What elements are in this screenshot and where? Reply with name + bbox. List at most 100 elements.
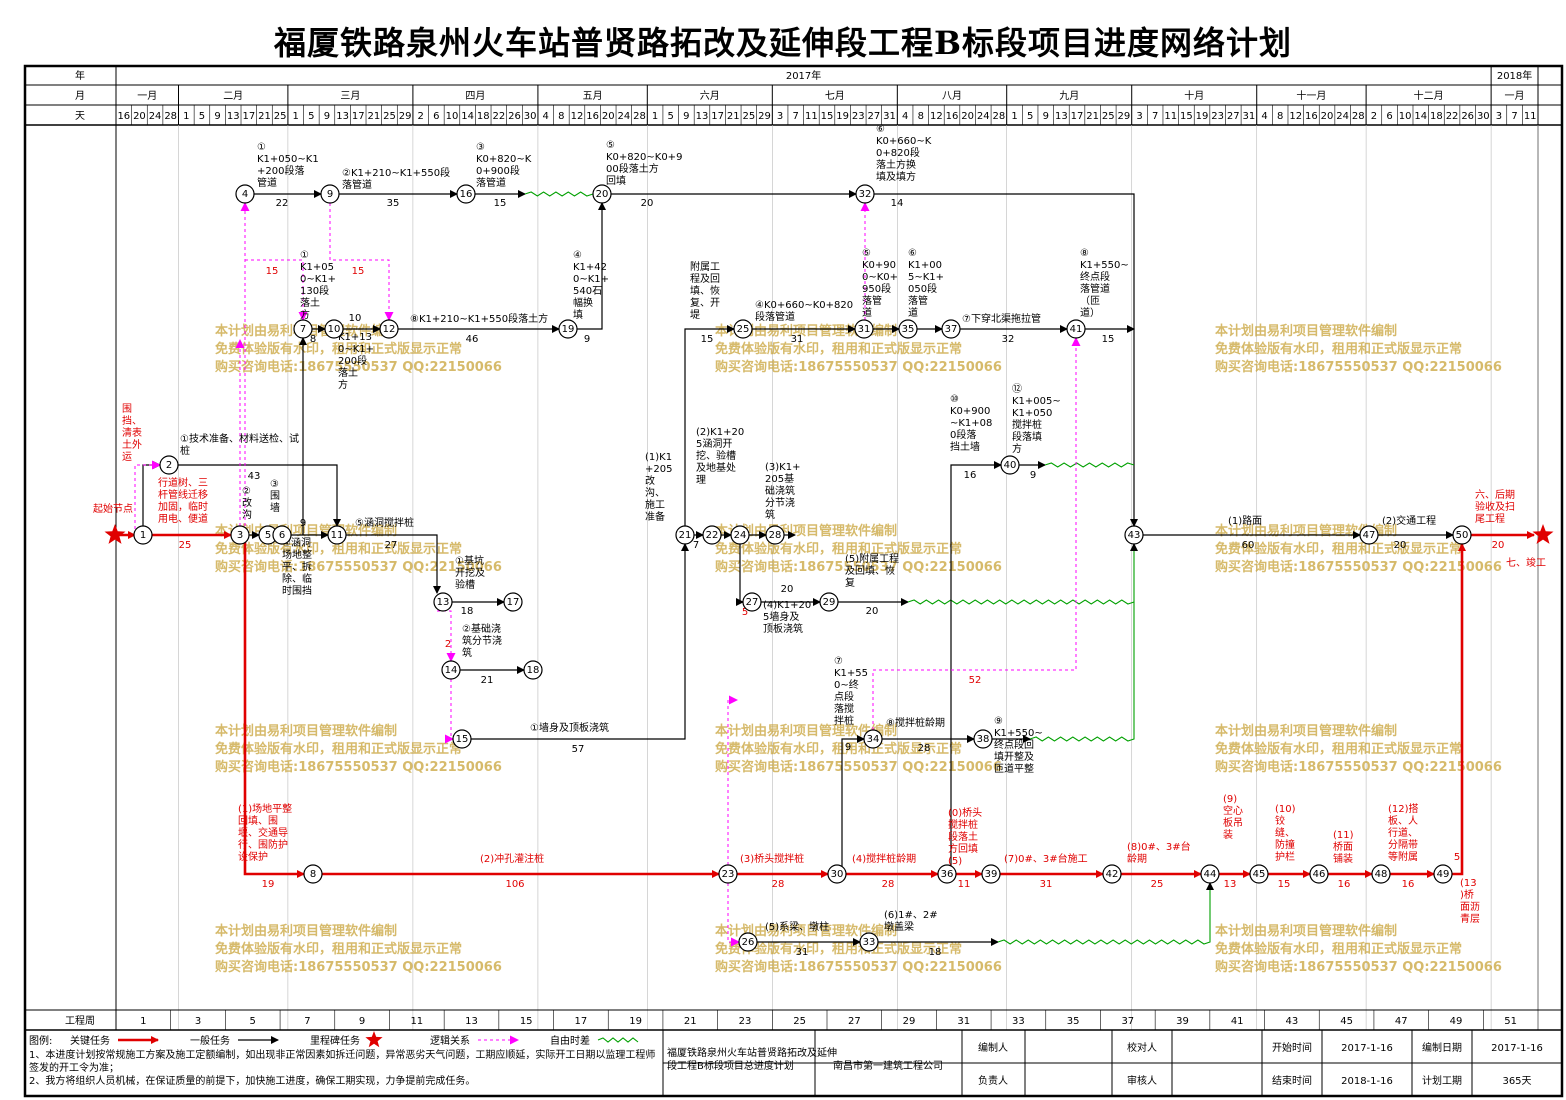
day-label: 30: [524, 111, 537, 122]
day-label: 20: [961, 111, 974, 122]
day-label: 6: [433, 111, 439, 122]
event-node: 8: [303, 864, 323, 884]
event-node: 2: [159, 455, 179, 475]
svg-text:30: 30: [831, 869, 844, 880]
logic-relation-arrow: [437, 610, 456, 662]
watermark-text: 免费体验版有水印，租用和正式版显示正常: [715, 941, 962, 957]
day-label: 27: [1227, 111, 1240, 122]
event-node: 9: [320, 184, 340, 204]
watermark-text: 免费体验版有水印，租用和正式版显示正常: [1215, 341, 1462, 357]
day-label: 21: [367, 111, 380, 122]
task-label: (8)0#、3#台龄期: [1127, 840, 1191, 865]
event-node: 26: [738, 932, 758, 952]
day-label: 22: [492, 111, 505, 122]
day-label: 1: [1011, 111, 1017, 122]
footer-company: 南昌市第一建筑工程公司: [833, 1059, 943, 1072]
svg-text:38: 38: [977, 734, 990, 745]
day-label: 6: [1386, 111, 1392, 122]
watermark-text: 本计划由易利项目管理软件编制: [1215, 323, 1397, 339]
svg-text:45: 45: [1253, 869, 1266, 880]
duration-label: 5: [742, 607, 748, 618]
month-label: 五月: [583, 90, 603, 102]
svg-text:13: 13: [437, 597, 450, 608]
svg-text:36: 36: [941, 869, 954, 880]
duration-label: 18: [929, 947, 942, 958]
day-label: 3: [1496, 111, 1502, 122]
watermark-text: 本计划由易利项目管理软件编制: [215, 923, 397, 939]
svg-text:35: 35: [902, 324, 915, 335]
day-label: 28: [164, 111, 177, 122]
task-label: (5)附属工程及回填、恢复: [845, 552, 899, 589]
normal-task-arrow: [471, 543, 689, 740]
duration-label: 28: [882, 879, 895, 890]
svg-text:29: 29: [823, 597, 836, 608]
svg-text:47: 47: [1363, 530, 1376, 541]
event-node: 14: [441, 660, 461, 680]
normal-task-arrow: [178, 464, 341, 527]
event-node: 20: [592, 184, 612, 204]
year-label: 2017年: [786, 69, 821, 82]
footer-table: 图例:关键任务一般任务里程碑任务逻辑关系自由时差1、本进度计划按常规施工方案及施…: [29, 1030, 1562, 1096]
day-label: 9: [1043, 111, 1049, 122]
event-node: 48: [1371, 864, 1391, 884]
month-label: 十月: [1184, 89, 1204, 102]
watermark-text: 免费体验版有水印，租用和正式版显示正常: [1215, 541, 1462, 557]
month-label: 一月: [1505, 90, 1525, 102]
day-label: 7: [1152, 111, 1158, 122]
row-label-day: 天: [75, 111, 85, 122]
day-label: 26: [508, 111, 521, 122]
critical-task-arrow: [243, 535, 305, 878]
svg-text:26: 26: [742, 937, 755, 948]
svg-text:16: 16: [460, 189, 473, 200]
watermark-text: 购买咨询电话:18675550537 QQ:22150066: [1215, 959, 1502, 975]
svg-text:18: 18: [527, 665, 540, 676]
duration-label: 31: [796, 947, 809, 958]
logic-relation-arrow: [872, 337, 1081, 730]
watermark-text: 本计划由易利项目管理软件编制: [715, 723, 897, 739]
svg-text:32: 32: [859, 189, 872, 200]
svg-text:9: 9: [327, 189, 333, 200]
legend-milestone-icon: [365, 1031, 383, 1048]
event-node: 25: [733, 319, 753, 339]
duration-label: 15: [1102, 334, 1115, 345]
day-label: 21: [727, 111, 740, 122]
event-node: 32: [855, 184, 875, 204]
duration-label: 15: [266, 266, 279, 277]
duration-label: 31: [791, 334, 804, 345]
task-label: (0)桥头搅拌桩段落土方回填(5): [948, 807, 982, 867]
week-label: 23: [739, 1016, 752, 1027]
event-node: 30: [827, 864, 847, 884]
day-label: 24: [1336, 111, 1349, 122]
day-label: 14: [461, 111, 474, 122]
watermark-text: 免费体验版有水印，租用和正式版显示正常: [215, 741, 462, 757]
compiler-label: 编制人: [978, 1041, 1008, 1054]
event-node: 18: [523, 660, 543, 680]
duration-label: 9: [584, 334, 590, 345]
end-value: 2018-1-16: [1341, 1076, 1393, 1087]
day-label: 26: [1461, 111, 1474, 122]
week-label: 29: [903, 1016, 916, 1027]
normal-task-arrow: [841, 735, 865, 874]
week-label: 1: [140, 1016, 146, 1027]
event-node: 28: [765, 525, 785, 545]
event-node: 31: [854, 319, 874, 339]
watermark-text: 免费体验版有水印，租用和正式版显示正常: [1215, 741, 1462, 757]
day-label: 28: [1352, 111, 1365, 122]
task-label: (6)1#、2#墩盖梁: [884, 910, 938, 933]
free-float-line: [1044, 462, 1135, 468]
svg-text:41: 41: [1070, 324, 1083, 335]
milestones: [104, 524, 1554, 544]
week-label: 35: [1067, 1016, 1080, 1027]
watermark-text: 本计划由易利项目管理软件编制: [215, 723, 397, 739]
task-label: ①基坑开挖及验槽: [455, 554, 485, 591]
watermark-text: 免费体验版有水印，租用和正式版显示正常: [215, 541, 462, 557]
svg-text:11: 11: [331, 530, 344, 541]
task-label: ⑧搅拌桩龄期: [886, 716, 945, 729]
event-node: 35: [898, 319, 918, 339]
